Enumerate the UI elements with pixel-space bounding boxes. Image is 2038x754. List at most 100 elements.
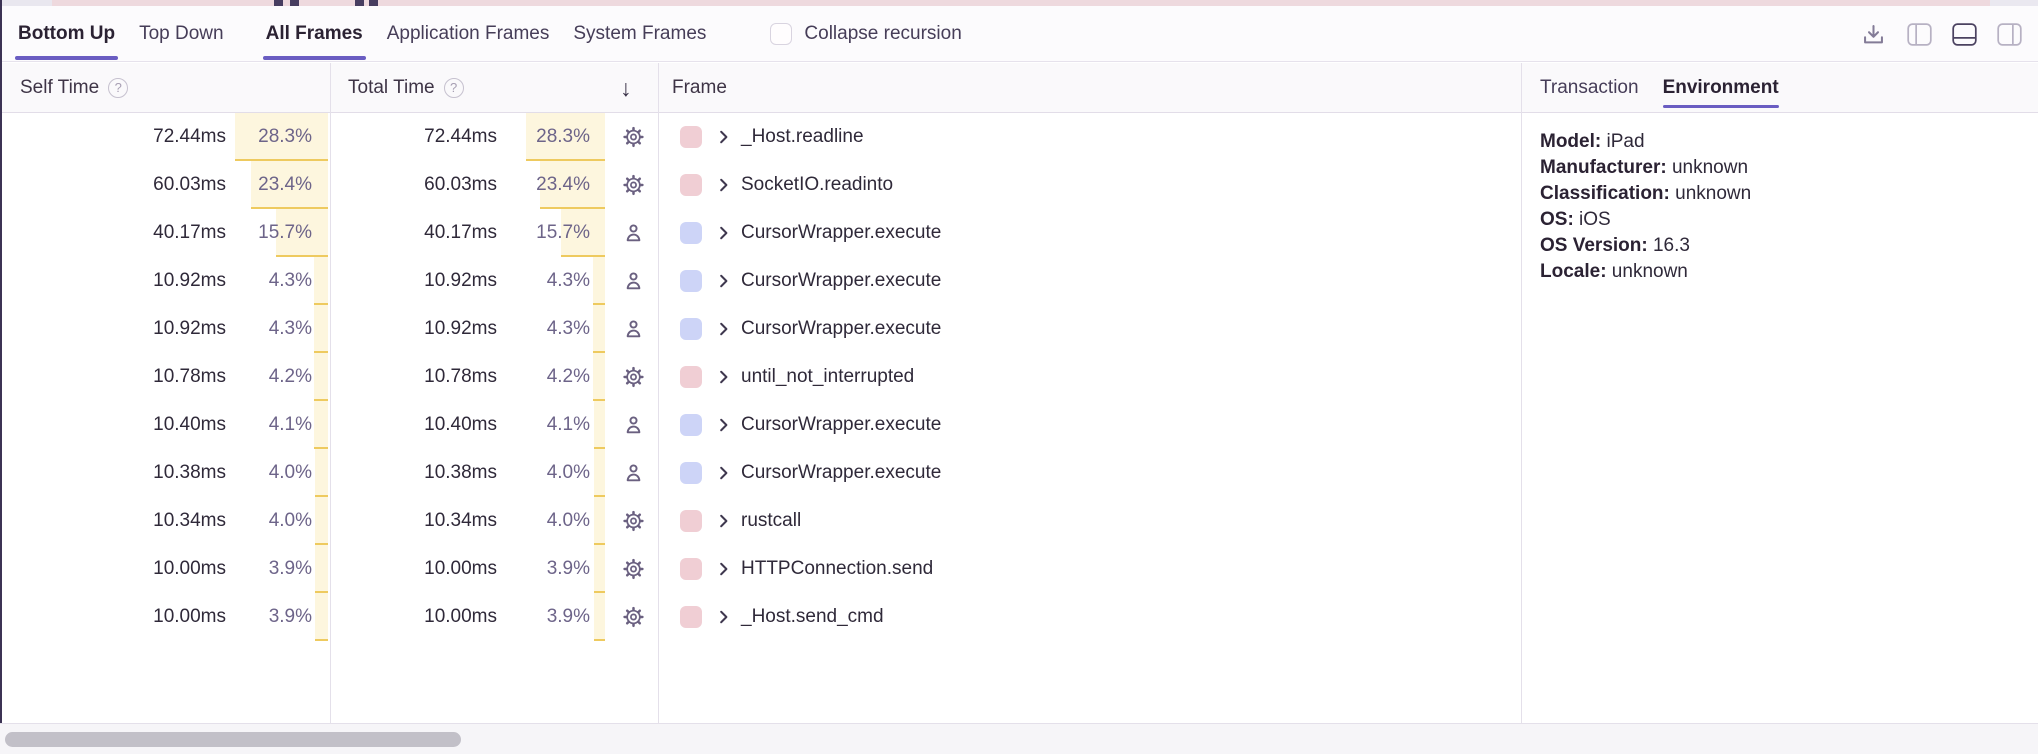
sort-descending-icon[interactable]: ↓ bbox=[620, 74, 632, 101]
scrollbar-thumb[interactable] bbox=[5, 732, 461, 747]
frame-cell: CursorWrapper.execute bbox=[658, 401, 1521, 449]
horizontal-scrollbar[interactable] bbox=[0, 723, 2038, 754]
total-pct-bar bbox=[593, 449, 605, 497]
tab-bottom-up[interactable]: Bottom Up bbox=[14, 6, 119, 61]
total-pct-bar bbox=[593, 353, 605, 401]
self-time-cell: 60.03ms 23.4% bbox=[2, 161, 330, 209]
chevron-right-icon[interactable] bbox=[718, 466, 729, 480]
self-pct-bar bbox=[276, 209, 328, 257]
frame-header[interactable]: Frame bbox=[672, 63, 727, 112]
frame-cell: CursorWrapper.execute bbox=[658, 449, 1521, 497]
collapse-recursion-control[interactable]: Collapse recursion bbox=[770, 22, 962, 45]
table-row[interactable]: 10.34ms 4.0% 10.34ms 4.0% rustcall bbox=[2, 497, 1521, 545]
total-pct-bar bbox=[594, 593, 605, 641]
user-icon bbox=[622, 318, 645, 341]
help-icon[interactable]: ? bbox=[443, 77, 464, 98]
total-time-cell: 10.34ms 4.0% bbox=[330, 497, 658, 545]
total-time-cell: 10.00ms 3.9% bbox=[330, 593, 658, 641]
frame-color-chip bbox=[680, 366, 702, 388]
total-time-value: 40.17ms bbox=[424, 222, 497, 243]
environment-field: Classification: unknown bbox=[1540, 183, 1752, 204]
tab-all-frames[interactable]: All Frames bbox=[262, 6, 366, 61]
frame-color-chip bbox=[680, 462, 702, 484]
frame-name: until_not_interrupted bbox=[741, 366, 915, 387]
chevron-right-icon[interactable] bbox=[718, 322, 729, 336]
panel-bottom-icon[interactable] bbox=[1952, 22, 1977, 46]
self-time-value: 10.78ms bbox=[153, 366, 226, 387]
self-time-value: 72.44ms bbox=[153, 126, 226, 147]
chevron-right-icon[interactable] bbox=[718, 514, 729, 528]
self-pct-bar bbox=[314, 449, 328, 497]
total-time-cell: 10.92ms 4.3% bbox=[330, 305, 658, 353]
table-row[interactable]: 10.92ms 4.3% 10.92ms 4.3% CursorWrapper.… bbox=[2, 257, 1521, 305]
table-row[interactable]: 72.44ms 28.3% 72.44ms 28.3% _Host.readli… bbox=[2, 113, 1521, 161]
table-row[interactable]: 10.38ms 4.0% 10.38ms 4.0% CursorWrapper.… bbox=[2, 449, 1521, 497]
frame-color-chip bbox=[680, 510, 702, 532]
chevron-right-icon[interactable] bbox=[718, 418, 729, 432]
table-row[interactable]: 40.17ms 15.7% 40.17ms 15.7% CursorWrappe… bbox=[2, 209, 1521, 257]
self-time-cell: 72.44ms 28.3% bbox=[2, 113, 330, 161]
frame-color-chip bbox=[680, 270, 702, 292]
self-pct-value: 3.9% bbox=[268, 606, 312, 627]
total-time-cell: 10.40ms 4.1% bbox=[330, 401, 658, 449]
table-row[interactable]: 10.78ms 4.2% 10.78ms 4.2% until_not_inte… bbox=[2, 353, 1521, 401]
tab-top-down[interactable]: Top Down bbox=[139, 22, 224, 44]
environment-field: OS Version: 16.3 bbox=[1540, 235, 1690, 256]
layout-toolbar bbox=[1860, 6, 2022, 62]
chevron-right-icon[interactable] bbox=[718, 274, 729, 288]
self-pct-bar bbox=[314, 497, 328, 545]
total-time-value: 10.34ms bbox=[424, 510, 497, 531]
download-icon[interactable] bbox=[1860, 21, 1887, 48]
frame-cell: HTTPConnection.send bbox=[658, 545, 1521, 593]
self-time-cell: 10.92ms 4.3% bbox=[2, 305, 330, 353]
tab-transaction[interactable]: Transaction bbox=[1540, 76, 1639, 98]
self-time-cell: 10.40ms 4.1% bbox=[2, 401, 330, 449]
table-row[interactable]: 10.00ms 3.9% 10.00ms 3.9% HTTPConnection… bbox=[2, 545, 1521, 593]
table-row[interactable]: 10.40ms 4.1% 10.40ms 4.1% CursorWrapper.… bbox=[2, 401, 1521, 449]
self-time-header[interactable]: Self Time ? bbox=[20, 63, 129, 112]
table-row[interactable]: 60.03ms 23.4% 60.03ms 23.4% SocketIO.rea… bbox=[2, 161, 1521, 209]
self-pct-value: 3.9% bbox=[268, 558, 312, 579]
table-row[interactable]: 10.92ms 4.3% 10.92ms 4.3% CursorWrapper.… bbox=[2, 305, 1521, 353]
environment-field: Manufacturer: unknown bbox=[1540, 157, 1749, 178]
help-icon[interactable]: ? bbox=[108, 77, 129, 98]
settings-icon bbox=[622, 510, 645, 533]
collapse-recursion-checkbox[interactable] bbox=[770, 22, 793, 45]
table-row[interactable]: 10.00ms 3.9% 10.00ms 3.9% _Host.send_cmd bbox=[2, 593, 1521, 641]
total-pct-bar bbox=[539, 161, 605, 209]
self-pct-value: 15.7% bbox=[258, 222, 312, 243]
frame-name: CursorWrapper.execute bbox=[741, 462, 942, 483]
self-time-value: 10.92ms bbox=[153, 318, 226, 339]
chevron-right-icon[interactable] bbox=[718, 610, 729, 624]
self-pct-bar bbox=[250, 161, 328, 209]
self-pct-value: 4.0% bbox=[268, 462, 312, 483]
total-time-header[interactable]: Total Time ? bbox=[348, 63, 464, 112]
total-pct-bar bbox=[526, 113, 605, 161]
chevron-right-icon[interactable] bbox=[718, 562, 729, 576]
chevron-right-icon[interactable] bbox=[718, 226, 729, 240]
tab-system-frames[interactable]: System Frames bbox=[573, 22, 707, 44]
tab-environment[interactable]: Environment bbox=[1662, 63, 1779, 112]
tab-application-frames[interactable]: Application Frames bbox=[386, 22, 550, 44]
total-time-value: 10.92ms bbox=[424, 270, 497, 291]
panel-right-icon[interactable] bbox=[1997, 22, 2022, 46]
self-pct-bar bbox=[314, 353, 328, 401]
total-pct-value: 23.4% bbox=[536, 174, 590, 195]
frame-cell: _Host.send_cmd bbox=[658, 593, 1521, 641]
minimap-segment bbox=[2, 0, 52, 6]
minimap-mark bbox=[274, 0, 283, 6]
frame-cell: CursorWrapper.execute bbox=[658, 305, 1521, 353]
total-pct-value: 3.9% bbox=[546, 606, 590, 627]
chevron-right-icon[interactable] bbox=[718, 370, 729, 384]
total-pct-value: 4.1% bbox=[546, 414, 590, 435]
total-time-header-label: Total Time bbox=[348, 76, 435, 98]
panel-left-icon[interactable] bbox=[1907, 22, 1932, 46]
chevron-right-icon[interactable] bbox=[718, 130, 729, 144]
collapse-recursion-label: Collapse recursion bbox=[804, 22, 962, 44]
total-pct-bar bbox=[593, 497, 605, 545]
settings-icon bbox=[622, 366, 645, 389]
chevron-right-icon[interactable] bbox=[718, 178, 729, 192]
total-time-value: 10.92ms bbox=[424, 318, 497, 339]
total-pct-bar bbox=[593, 305, 605, 353]
total-time-cell: 10.00ms 3.9% bbox=[330, 545, 658, 593]
